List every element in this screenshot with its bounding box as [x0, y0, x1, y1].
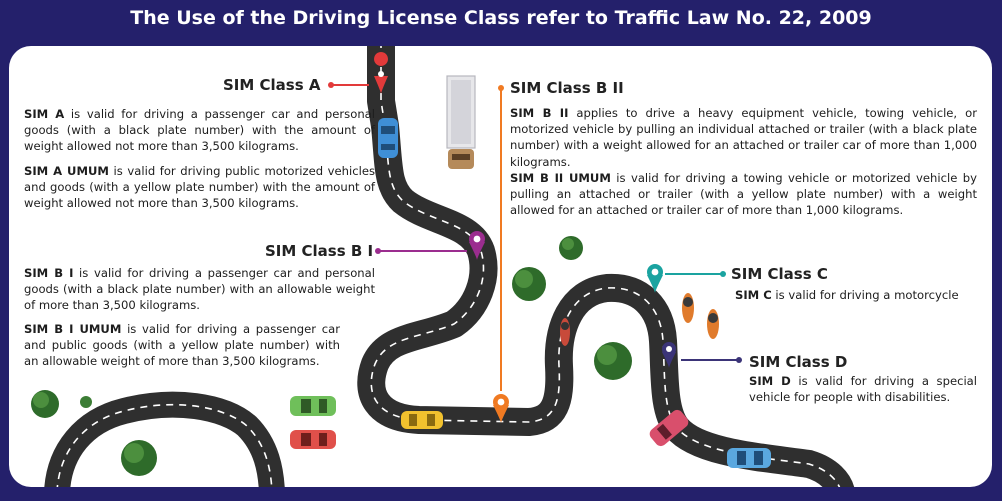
class-b1-marker	[375, 231, 485, 260]
class-b2-marker	[493, 85, 509, 423]
truck-icon	[446, 75, 476, 169]
class-b1-text-1: is valid for driving a passenger car and…	[24, 266, 375, 313]
class-a-text-2: is valid for driving public motorized ve…	[24, 164, 375, 211]
main-road	[357, 46, 855, 487]
car-light-blue-icon	[727, 448, 771, 468]
road-illustration	[31, 46, 855, 487]
class-d-marker	[662, 342, 742, 368]
class-d-desc: SIM D is valid for driving a special veh…	[749, 373, 977, 405]
class-b1-term-1: SIM B I	[24, 266, 74, 280]
class-d-term: SIM D	[749, 374, 791, 388]
class-c-label: SIM Class C	[731, 265, 828, 283]
class-b2-term-1: SIM B II	[510, 106, 569, 120]
class-b2-term-2: SIM B II UMUM	[510, 171, 611, 185]
class-b2-desc-1: SIM B II applies to drive a heavy equipm…	[510, 105, 977, 170]
class-a-desc-2: SIM A UMUM is valid for driving public m…	[24, 163, 375, 212]
tree-group	[31, 236, 632, 476]
class-a-marker	[328, 52, 389, 94]
class-c-term: SIM C	[735, 288, 772, 302]
car-yellow-icon	[401, 411, 443, 429]
class-c-text: is valid for driving a motorcycle	[771, 288, 959, 302]
class-d-text: is valid for driving a special vehicle f…	[749, 374, 977, 405]
class-b1-text-2: is valid for driving a passenger car and…	[24, 322, 340, 369]
class-b1-desc-2: SIM B I UMUM is valid for driving a pass…	[24, 321, 340, 370]
class-b2-desc-2: SIM B II UMUM is valid for driving a tow…	[510, 170, 977, 219]
class-c-marker	[647, 264, 726, 293]
car-blue-icon	[378, 118, 398, 158]
class-a-label: SIM Class A	[223, 76, 321, 94]
side-road	[44, 391, 285, 487]
class-a-desc-1: SIM A is valid for driving a passenger c…	[24, 106, 375, 155]
class-b2-text-2: is valid for driving a towing vehicle or…	[510, 171, 977, 218]
class-b2-text-1: applies to drive a heavy equipment vehic…	[510, 106, 977, 169]
class-b1-desc-1: SIM B I is valid for driving a passenger…	[24, 265, 375, 314]
car-pink-icon	[649, 409, 689, 447]
page-title: The Use of the Driving License Class ref…	[130, 7, 872, 29]
class-d-label: SIM Class D	[749, 353, 848, 371]
class-b2-label: SIM Class B II	[510, 79, 624, 97]
content-panel: SIM Class A SIM A is valid for driving a…	[9, 46, 992, 487]
class-a-term-1: SIM A	[24, 107, 65, 121]
car-green-icon	[290, 396, 336, 416]
class-b1-term-2: SIM B I UMUM	[24, 322, 122, 336]
class-a-text-1: is valid for driving a passenger car and…	[24, 107, 375, 154]
class-b1-label: SIM Class B I	[265, 242, 374, 260]
motorcycle-icon	[560, 293, 719, 346]
car-red-icon	[290, 430, 336, 449]
class-c-desc: SIM C is valid for driving a motorcycle	[735, 287, 975, 303]
class-a-term-2: SIM A UMUM	[24, 164, 109, 178]
